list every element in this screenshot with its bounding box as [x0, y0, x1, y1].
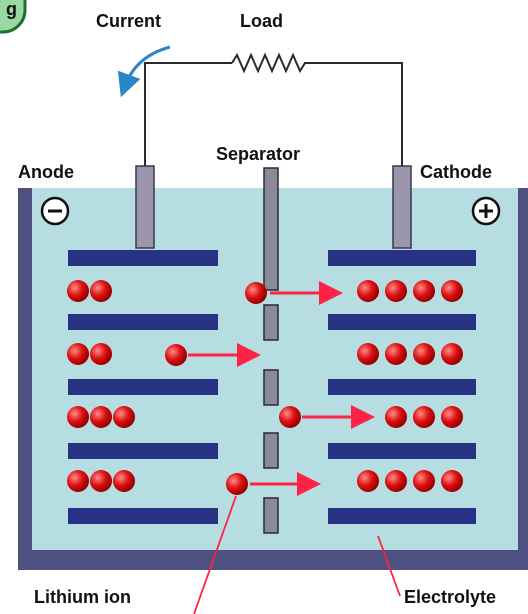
load-label: Load — [240, 11, 283, 31]
electrolyte-label: Electrolyte — [404, 587, 496, 607]
lithium-ion-ball — [279, 406, 301, 428]
separator-segment — [263, 432, 279, 469]
lithium-ion-ball — [413, 280, 435, 302]
lithium-ion-ball — [226, 473, 248, 495]
electrolyte-pointer — [377, 535, 401, 597]
lithium-ion-ball — [441, 470, 463, 492]
corner-badge: g — [0, 0, 27, 34]
lithium-ion-ball — [441, 406, 463, 428]
lithium-ion-pointer — [193, 495, 237, 614]
separator-segment — [263, 369, 279, 406]
minus-sign-icon — [40, 196, 70, 226]
cathode-label: Cathode — [420, 162, 492, 182]
separator-segment — [263, 497, 279, 534]
anode-plates — [68, 250, 218, 524]
cathode-plates — [328, 250, 476, 524]
circuit-wire — [144, 62, 403, 166]
lithium-ion-ball — [385, 406, 407, 428]
cathode-terminal — [392, 165, 412, 249]
lithium-ion-ball — [441, 343, 463, 365]
lithium-ion-ball — [67, 406, 89, 428]
current-label: Current — [96, 11, 161, 31]
separator-segment — [263, 304, 279, 341]
ion-arrows — [188, 281, 375, 496]
cathode-plate — [328, 314, 476, 330]
lithium-ion-label: Lithium ion — [34, 587, 131, 607]
lithium-ion-ball — [385, 343, 407, 365]
cathode-plate — [328, 508, 476, 524]
lithium-ion-ball — [67, 470, 89, 492]
anode-plate — [68, 250, 218, 266]
anode-label: Anode — [18, 162, 74, 182]
separator — [263, 167, 279, 534]
lithium-ion-ball — [357, 280, 379, 302]
lithium-ion-ball — [165, 344, 187, 366]
lithium-ion-ball — [441, 280, 463, 302]
anode-terminal — [135, 165, 155, 249]
lithium-ion-ball — [413, 470, 435, 492]
anode-plate — [68, 443, 218, 459]
lithium-ion-ball — [385, 470, 407, 492]
lithium-ion-ball — [113, 470, 135, 492]
lithium-ion-ball — [245, 282, 267, 304]
lithium-ion-ball — [67, 343, 89, 365]
lithium-ion-ball — [357, 470, 379, 492]
separator-label: Separator — [216, 144, 300, 164]
cathode-plate — [328, 379, 476, 395]
resistor-icon — [231, 52, 310, 74]
plus-sign-icon — [471, 196, 501, 226]
cathode-plate — [328, 443, 476, 459]
separator-segment — [263, 167, 279, 291]
lithium-ion-ball — [113, 406, 135, 428]
lithium-ion-ball — [67, 280, 89, 302]
lithium-ion-ball — [90, 343, 112, 365]
current-arrow-icon — [117, 45, 171, 98]
lithium-ion-ball — [413, 406, 435, 428]
lithium-ion-ball — [90, 280, 112, 302]
corner-badge-label: g — [6, 0, 17, 19]
lithium-ion-ball — [90, 406, 112, 428]
lithium-ion-ball — [413, 343, 435, 365]
lithium-ion-ball — [90, 470, 112, 492]
lithium-ion-ball — [385, 280, 407, 302]
lithium-ions — [67, 280, 463, 495]
anode-plate — [68, 314, 218, 330]
anode-plate — [68, 379, 218, 395]
cathode-plate — [328, 250, 476, 266]
lithium-ion-ball — [357, 343, 379, 365]
anode-plate — [68, 508, 218, 524]
